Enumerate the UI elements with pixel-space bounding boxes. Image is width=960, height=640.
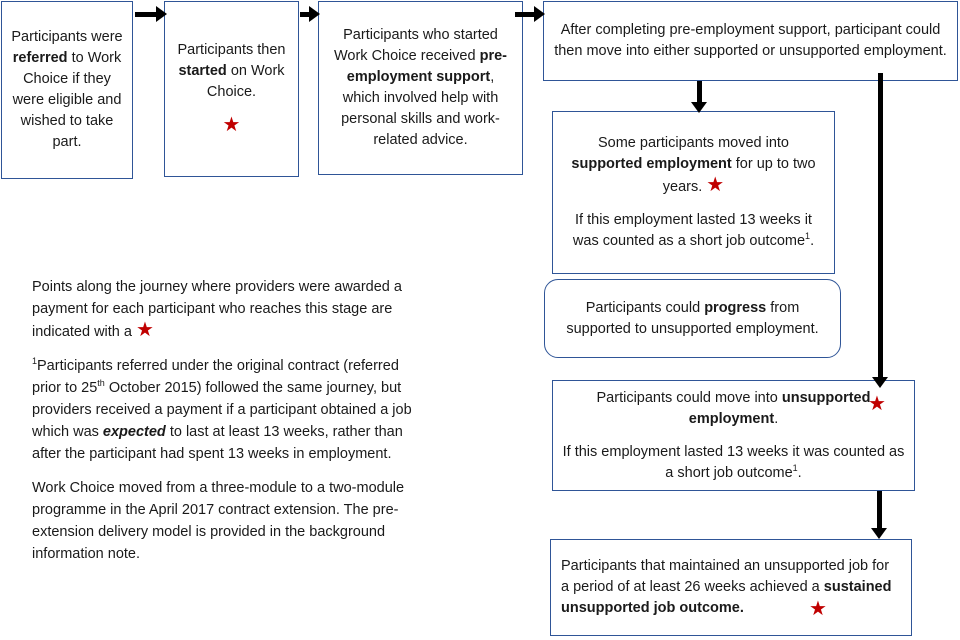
step-after-support-box: After completing pre-employment support,… [543, 1, 958, 81]
star-icon: ★ [706, 174, 725, 196]
step-pre-employment-box: Participants who started Work Choice rec… [318, 1, 523, 175]
notes-section: Points along the journey where providers… [32, 276, 427, 577]
step-referred-text: Participants were referred to Work Choic… [11, 29, 123, 150]
star-icon: ★ [809, 598, 827, 620]
unsupported-employment-text: Participants could move into unsupported… [596, 389, 871, 427]
step-progress-box: Participants could progress from support… [544, 279, 841, 358]
step-started-text: Participants then started on Work Choice… [177, 42, 286, 100]
star-icon: ★ [135, 319, 154, 341]
progress-text: Participants could progress from support… [566, 299, 819, 337]
step-referred-box: Participants were referred to Work Choic… [1, 1, 133, 179]
supported-employment-bold: supported employment [571, 156, 732, 172]
step-started-box: Participants then started on Work Choice… [164, 1, 299, 177]
sustained-outcome-text: Participants that maintained an unsuppor… [561, 558, 892, 616]
step-supported-employment-box: Some participants moved into supported e… [552, 111, 835, 274]
supported-employment-text: Some participants moved into supported e… [571, 135, 816, 196]
sustained-outcome-bold: sustained unsupported job outcome. [561, 579, 892, 616]
unsupported-employment-bold: unsupported employment [688, 389, 871, 427]
star-icon: ★ [222, 114, 241, 136]
referred-bold: referred [12, 50, 68, 66]
arrow-referred-to-started [135, 6, 167, 22]
arrow-started-to-pre-employment [300, 6, 320, 22]
pre-employment-bold: pre-employment support [346, 48, 507, 85]
started-bold: started [178, 63, 227, 79]
unsupported-short-job-text: If this employment lasted 13 weeks it wa… [562, 443, 905, 481]
supported-short-job-text: If this employment lasted 13 weeks it wa… [572, 212, 815, 249]
step-sustained-outcome-box: Participants that maintained an unsuppor… [550, 539, 912, 636]
arrow-to-unsupported-employment [872, 73, 888, 388]
step-after-support-text: After completing pre-employment support,… [554, 22, 947, 59]
expected-emphasis: expected [102, 424, 166, 440]
arrow-to-supported-employment [691, 81, 707, 113]
arrow-to-sustained-outcome [871, 491, 887, 539]
star-icon: ★ [868, 393, 886, 415]
module-change-note: Work Choice moved from a three-module to… [32, 480, 405, 562]
arrow-pre-employment-to-after [515, 6, 545, 22]
step-unsupported-employment-box: Participants could move into unsupported… [552, 380, 915, 491]
step-pre-employment-text: Participants who started Work Choice rec… [333, 27, 507, 148]
original-contract-note: 1Participants referred under the origina… [32, 356, 412, 462]
progress-bold: progress [704, 299, 767, 316]
payment-note: Points along the journey where providers… [32, 279, 402, 341]
